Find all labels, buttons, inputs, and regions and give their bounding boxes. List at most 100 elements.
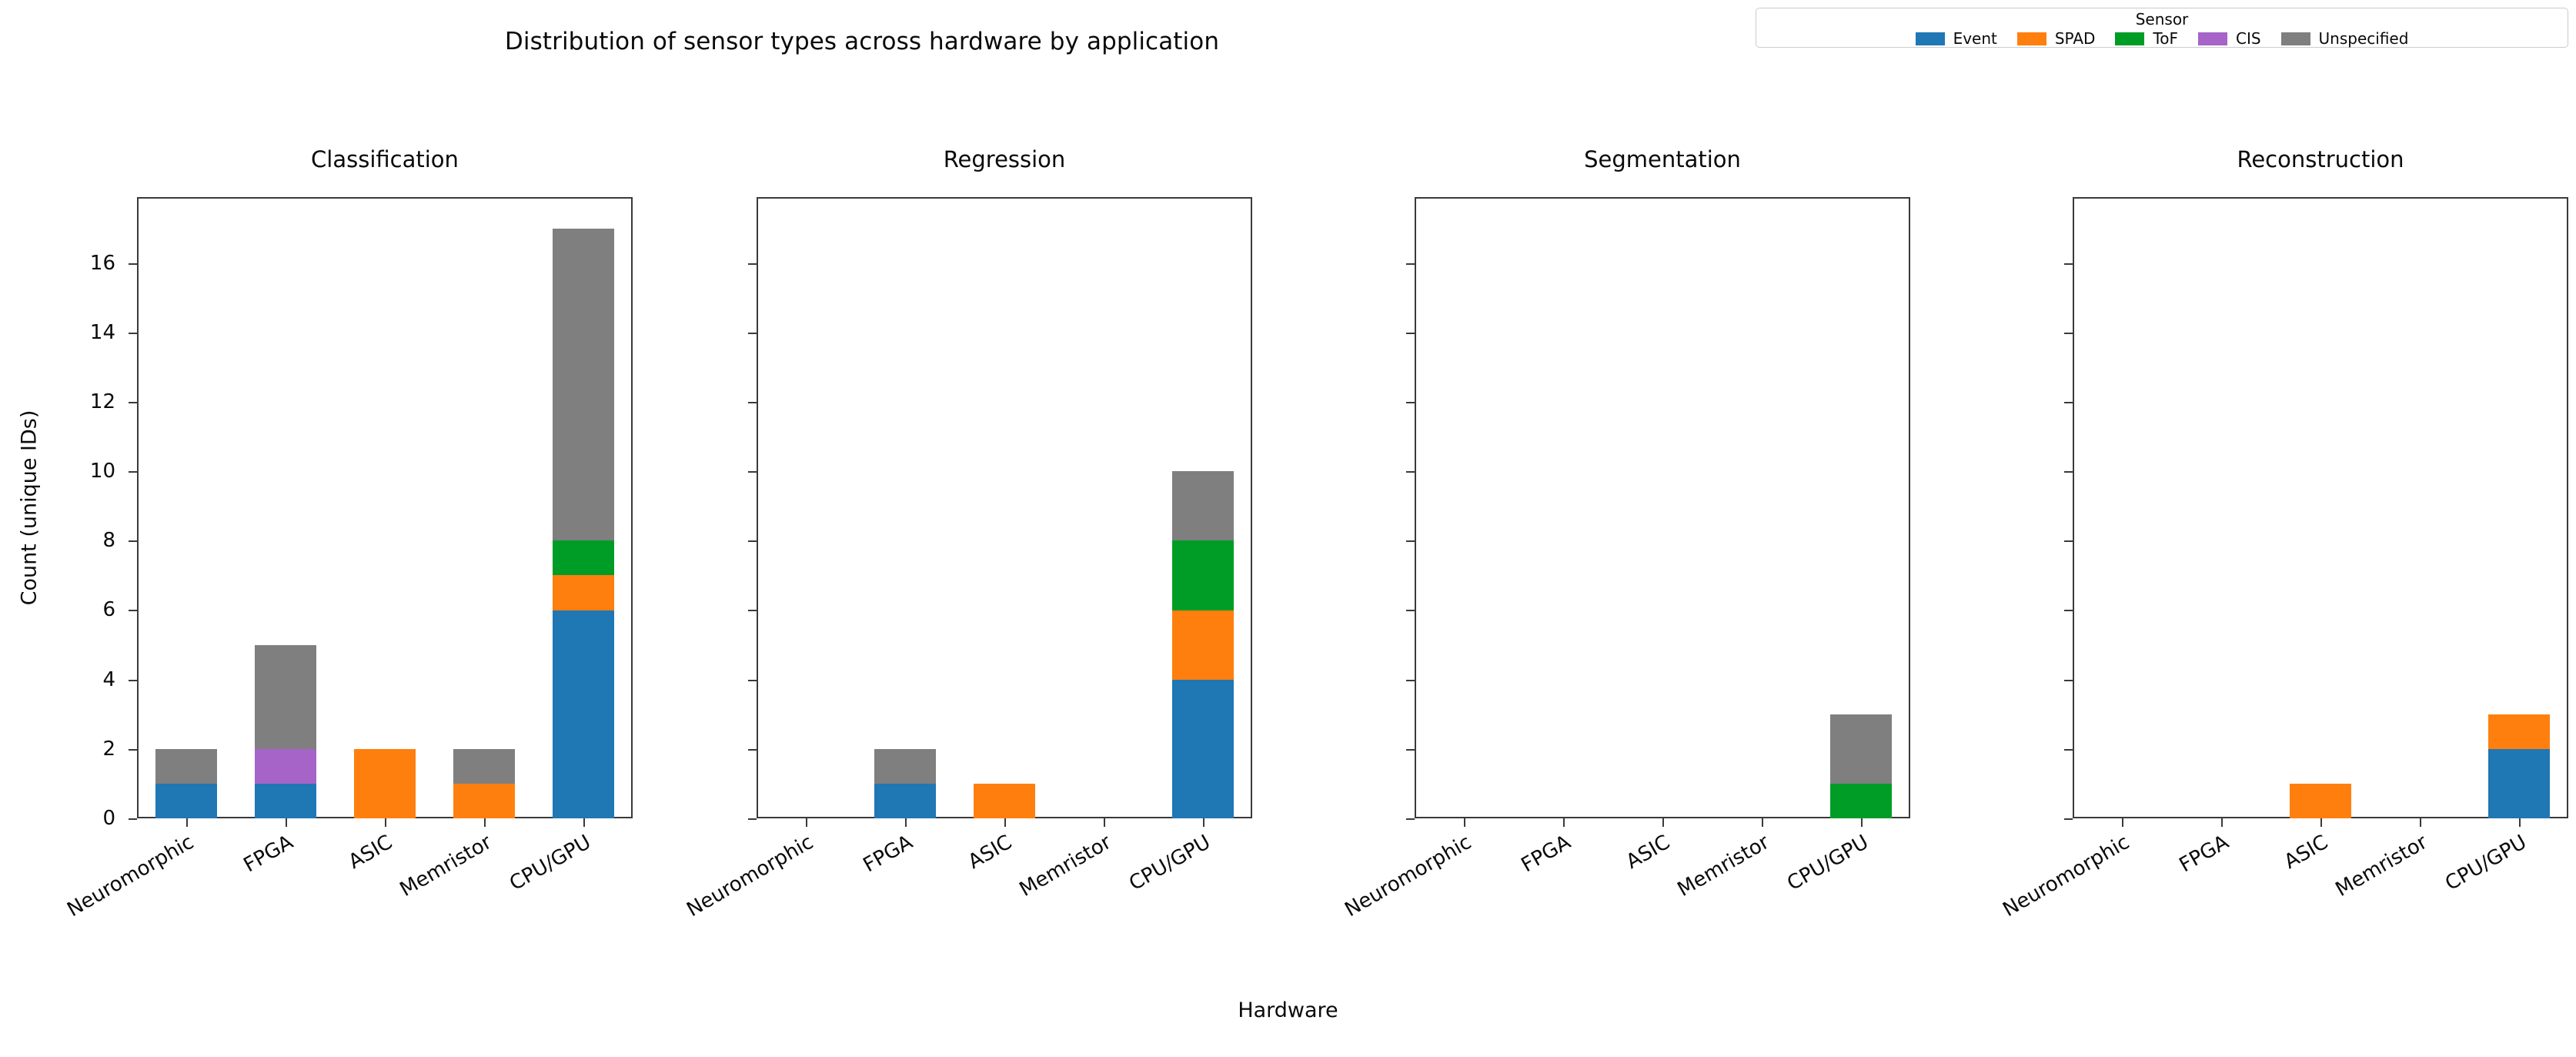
bar-segment-event[interactable] <box>2487 748 2550 818</box>
y-tick-mark <box>129 748 137 751</box>
bar-segment-spad[interactable] <box>2290 783 2351 818</box>
y-tick-mark <box>748 610 757 612</box>
bar-segment-unspecified[interactable] <box>155 748 218 784</box>
x-tick-mark <box>2122 818 2124 827</box>
y-tick-mark <box>1406 401 1415 403</box>
bar-asic[interactable] <box>974 783 1035 818</box>
bar-memristor[interactable] <box>453 748 515 818</box>
axes-frame <box>137 197 633 818</box>
y-tick-mark <box>129 263 137 265</box>
x-tick-mark <box>1860 818 1863 827</box>
bar-segment-tof[interactable] <box>1171 540 1234 610</box>
subplot-title: Segmentation <box>1584 146 1741 172</box>
bar-segment-spad[interactable] <box>354 748 416 818</box>
bar-segment-event[interactable] <box>155 783 218 818</box>
y-tick-mark <box>748 471 757 473</box>
legend-entry-tof: ToF <box>2115 29 2178 48</box>
bar-segment-cis[interactable] <box>255 748 317 784</box>
legend-entry-unspecified: Unspecified <box>2280 29 2408 48</box>
bar-segment-unspecified[interactable] <box>874 748 937 784</box>
bar-fpga[interactable] <box>255 644 317 818</box>
legend-label: SPAD <box>2054 29 2096 48</box>
bar-segment-tof[interactable] <box>1829 783 1892 818</box>
bar-asic[interactable] <box>2290 783 2351 818</box>
y-tick-label: 2 <box>102 737 115 761</box>
bar-segment-spad[interactable] <box>2487 714 2550 749</box>
y-tick-mark <box>748 263 757 265</box>
bar-segment-unspecified[interactable] <box>1829 714 1892 784</box>
x-tick-mark <box>2419 818 2421 827</box>
figure-title: Distribution of sensor types across hard… <box>504 28 1220 55</box>
bar-cpu-gpu[interactable] <box>552 228 614 818</box>
bar-segment-unspecified[interactable] <box>1171 471 1234 541</box>
y-tick-mark <box>129 332 137 334</box>
y-tick-mark <box>748 332 757 334</box>
bar-segment-unspecified[interactable] <box>453 748 515 784</box>
legend-swatch-icon <box>2016 32 2046 45</box>
bar-segment-spad[interactable] <box>552 575 614 610</box>
x-tick-mark <box>583 818 585 827</box>
subplot-title: Regression <box>943 146 1066 172</box>
y-tick-label: 4 <box>102 667 115 691</box>
bar-cpu-gpu[interactable] <box>1829 714 1892 818</box>
bar-segment-event[interactable] <box>874 783 937 818</box>
subplot-title: Classification <box>311 146 459 172</box>
bar-segment-event[interactable] <box>255 783 317 818</box>
bar-asic[interactable] <box>354 748 416 818</box>
x-tick-mark <box>2518 818 2521 827</box>
legend-swatch-icon <box>2197 32 2227 45</box>
bar-fpga[interactable] <box>874 748 937 818</box>
y-tick-mark <box>129 401 137 403</box>
legend-label: ToF <box>2153 29 2178 48</box>
legend-entry-event: Event <box>1915 29 1997 48</box>
bar-cpu-gpu[interactable] <box>1171 471 1234 818</box>
bar-segment-event[interactable] <box>1171 679 1234 818</box>
x-tick-mark <box>2221 818 2224 827</box>
legend-label: CIS <box>2235 29 2261 48</box>
y-tick-mark <box>129 471 137 473</box>
y-tick-label: 16 <box>89 251 115 275</box>
y-tick-mark <box>2064 540 2073 543</box>
bar-segment-spad[interactable] <box>453 783 515 818</box>
legend-label: Event <box>1953 29 1997 48</box>
axes-frame <box>2073 197 2568 818</box>
y-axis-label: Count (unique IDs) <box>14 197 45 818</box>
legend-title: Sensor <box>2135 10 2189 28</box>
y-tick-mark <box>1406 679 1415 681</box>
y-tick-mark <box>748 540 757 543</box>
x-tick-mark <box>1761 818 1763 827</box>
bar-cpu-gpu[interactable] <box>2487 714 2550 818</box>
bar-neuromorphic[interactable] <box>155 748 218 818</box>
bar-segment-spad[interactable] <box>1171 610 1234 680</box>
y-tick-label: 14 <box>89 320 115 344</box>
bar-segment-event[interactable] <box>552 610 614 818</box>
legend-entry-cis: CIS <box>2197 29 2261 48</box>
subplot-title: Reconstruction <box>2237 146 2404 172</box>
y-tick-mark <box>1406 818 1415 820</box>
y-tick-mark <box>2064 818 2073 820</box>
y-tick-mark <box>2064 401 2073 403</box>
y-tick-mark <box>748 401 757 403</box>
y-tick-mark <box>748 748 757 751</box>
bar-segment-unspecified[interactable] <box>255 644 317 749</box>
y-tick-label: 10 <box>89 460 115 483</box>
y-tick-mark <box>129 679 137 681</box>
bar-segment-unspecified[interactable] <box>552 228 614 541</box>
bar-segment-tof[interactable] <box>552 540 614 576</box>
legend-box: Sensor Event SPAD ToF CIS Unspecified <box>1756 8 2568 48</box>
legend-swatch-icon <box>1915 32 1945 45</box>
x-tick-mark <box>1662 818 1664 827</box>
x-tick-mark <box>806 818 808 827</box>
y-tick-mark <box>2064 610 2073 612</box>
y-tick-mark <box>2064 471 2073 473</box>
y-tick-label: 0 <box>102 807 115 830</box>
x-tick-mark <box>905 818 907 827</box>
y-tick-label: 12 <box>89 390 115 413</box>
bar-segment-spad[interactable] <box>974 783 1035 818</box>
